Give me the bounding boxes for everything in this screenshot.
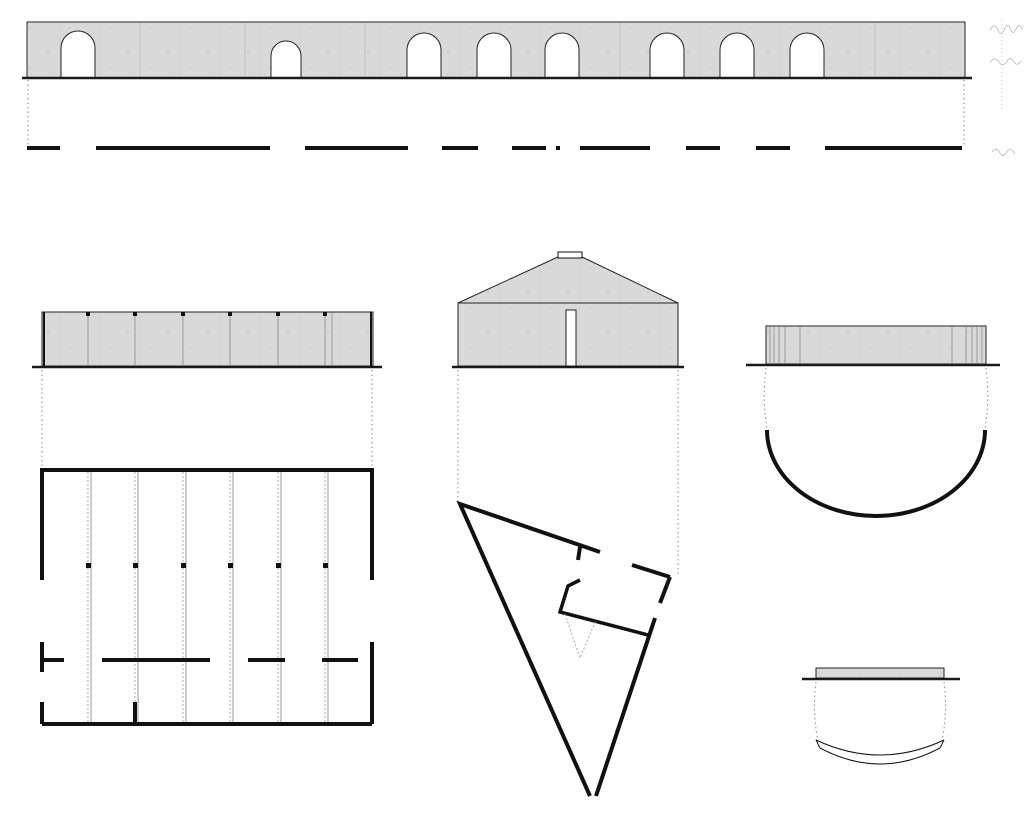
arch-opening (60, 30, 96, 79)
pavilion-skylight-projection (564, 613, 597, 660)
drum-wall-face (765, 325, 987, 365)
arch-opening (270, 40, 302, 79)
pavilion-outer-walls (456, 500, 601, 797)
pavilion-inner-room (557, 578, 649, 637)
arch-opening (789, 32, 825, 79)
gallery-pilasters (43, 312, 372, 366)
arch-opening (719, 32, 755, 79)
arched-openings (60, 30, 825, 79)
arch-opening (649, 32, 685, 79)
pavilion-projection-lines (457, 370, 679, 575)
long-wall-projection-lines (27, 80, 965, 146)
gallery-columns (86, 563, 328, 568)
bench-plan (815, 739, 945, 765)
drum-plan-arc (765, 429, 987, 518)
skylight (557, 251, 583, 259)
handwritten-scribble (989, 20, 1024, 156)
pavilion-elevation (452, 251, 684, 369)
gallery-plan (40, 468, 374, 726)
gallery-grid-lines (87, 472, 329, 722)
gallery-outer-wall (40, 468, 374, 580)
pavilion-east-wall (594, 617, 657, 797)
long-wall-elevation (22, 21, 972, 80)
gallery-inner-walls (42, 658, 358, 724)
arch-opening (544, 32, 580, 79)
bench-face (815, 667, 945, 679)
drum-elevation (746, 325, 1000, 367)
drum-projection-lines (763, 367, 989, 429)
gallery-projection-lines (41, 370, 373, 466)
pavilion-plan (456, 500, 672, 797)
drum-ribs (769, 327, 983, 363)
arch-opening (406, 32, 442, 79)
bench-elevation (802, 667, 960, 681)
door-opening (565, 309, 577, 367)
bench-projection-lines (813, 681, 947, 741)
gallery-elevation (32, 311, 382, 369)
arch-opening (476, 32, 512, 79)
gallery-wall-face (41, 311, 374, 367)
wall-joints (139, 23, 876, 77)
